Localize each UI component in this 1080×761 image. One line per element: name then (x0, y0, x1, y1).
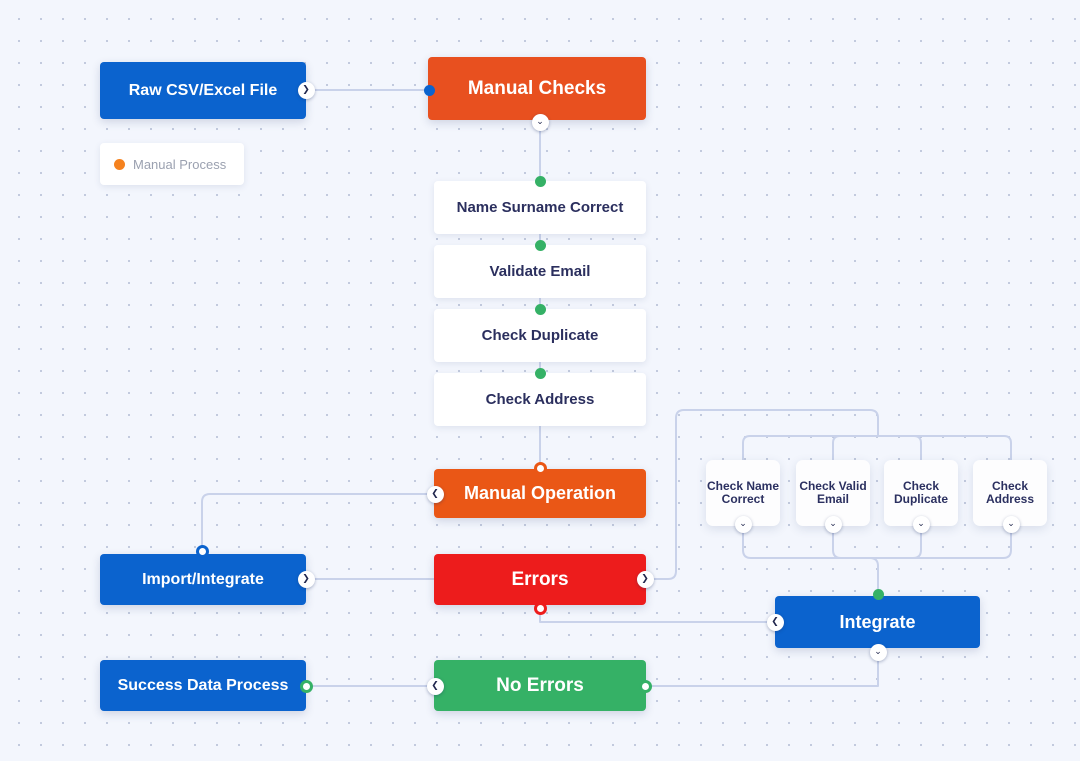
edge-bus-to-chk-addr (877, 435, 1012, 461)
node-no-errors[interactable]: No Errors (434, 660, 646, 711)
node-label: Validate Email (489, 263, 591, 280)
node-label: Check Valid Email (799, 479, 867, 506)
handle-integrate-in-top[interactable] (872, 588, 884, 600)
handle-integrate-out[interactable]: ⌄ (869, 643, 887, 661)
handle-import-integrate-in[interactable] (195, 544, 209, 558)
node-label: Integrate (839, 611, 916, 632)
handle-integrate-in-left[interactable]: ❮ (766, 613, 784, 631)
edge-integrate-to-no-errors (644, 651, 879, 687)
handle-chk-valid-out[interactable]: ⌄ (824, 515, 842, 533)
node-check-duplicate-small[interactable]: Check Duplicate (884, 460, 958, 526)
node-label: Manual Checks (467, 77, 607, 99)
node-success-data-process[interactable]: Success Data Process (100, 660, 306, 711)
handle-manual-checks-out[interactable]: ⌄ (531, 113, 549, 131)
handle-no-errors-out[interactable] (638, 679, 652, 693)
legend-dot-icon (114, 158, 125, 170)
edge-bus-to-chk-valid (832, 435, 879, 461)
node-raw-csv-excel-file[interactable]: Raw CSV/Excel File (100, 62, 306, 119)
node-label: Check Duplicate (893, 479, 948, 506)
node-label: Check Name Correct (706, 479, 780, 506)
handle-errors-out-right[interactable]: ❯ (636, 570, 654, 588)
node-check-address[interactable]: Check Address (434, 373, 646, 426)
handle-manual-operation-out[interactable]: ❮ (426, 485, 444, 503)
node-manual-operation[interactable]: Manual Operation (434, 469, 646, 518)
node-check-address-small[interactable]: Check Address (973, 460, 1047, 526)
edge-chk-addr-down (877, 523, 1012, 559)
node-label: Check Address (985, 479, 1035, 506)
node-label: Success Data Process (117, 676, 289, 694)
edge-errors-to-integrate (539, 607, 776, 623)
edge-bus-to-chk-dup (877, 435, 922, 461)
handle-name-surname-in[interactable] (534, 175, 546, 187)
node-manual-checks[interactable]: Manual Checks (428, 57, 646, 120)
node-import-integrate[interactable]: Import/Integrate (100, 554, 306, 605)
node-label: Check Duplicate (481, 327, 599, 344)
handle-check-duplicate-in[interactable] (534, 303, 546, 315)
handle-import-integrate-out[interactable]: ❯ (297, 570, 315, 588)
node-label: Raw CSV/Excel File (128, 81, 278, 99)
edge-manual-op-to-import (201, 493, 436, 552)
legend-manual-process: Manual Process (100, 143, 244, 185)
node-label: Name Surname Correct (456, 199, 624, 216)
legend-label: Manual Process (133, 156, 227, 172)
node-label: Manual Operation (463, 483, 616, 503)
node-check-duplicate[interactable]: Check Duplicate (434, 309, 646, 362)
handle-validate-email-in[interactable] (534, 239, 546, 251)
handle-errors-out-bottom[interactable] (533, 601, 547, 615)
node-name-surname-correct[interactable]: Name Surname Correct (434, 181, 646, 234)
edge-bus-to-chk-name (742, 435, 879, 461)
node-integrate[interactable]: Integrate (775, 596, 980, 648)
node-label: Import/Integrate (142, 570, 264, 588)
handle-no-errors-in[interactable]: ❮ (426, 677, 444, 695)
handle-success-out[interactable] (299, 679, 313, 693)
handle-manual-checks-in[interactable] (423, 84, 435, 96)
node-label: Check Address (485, 391, 595, 408)
node-label: Errors (511, 568, 569, 590)
edge-chk-name-down (742, 523, 879, 595)
handle-chk-dup-out[interactable]: ⌄ (912, 515, 930, 533)
handle-check-address-in[interactable] (534, 367, 546, 379)
handle-raw-csv-out[interactable]: ❯ (297, 81, 315, 99)
node-validate-email[interactable]: Validate Email (434, 245, 646, 298)
node-errors[interactable]: Errors (434, 554, 646, 605)
handle-chk-name-out[interactable]: ⌄ (734, 515, 752, 533)
handle-chk-addr-out[interactable]: ⌄ (1002, 515, 1020, 533)
handle-manual-operation-in[interactable] (533, 461, 547, 475)
node-label: No Errors (496, 674, 584, 696)
